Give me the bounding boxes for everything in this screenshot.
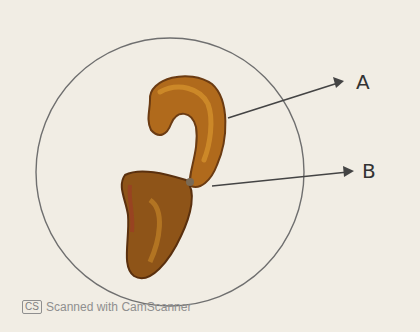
- callout-letter: B: [362, 161, 376, 181]
- watermark-logo: CS: [22, 300, 42, 314]
- chromatid-shading: [130, 185, 133, 232]
- chromatid-shading: [150, 200, 159, 262]
- chromatid-shading: [160, 87, 211, 160]
- callout-letter: A: [356, 72, 370, 92]
- upper-chromatid: [148, 76, 225, 187]
- arrowhead: [333, 77, 344, 88]
- leader-line: [228, 83, 338, 118]
- watermark: Scanned with CamScanner: [46, 301, 191, 313]
- cell-outline: [36, 38, 304, 306]
- leader-line: [212, 172, 348, 186]
- centromere: [186, 178, 194, 186]
- arrowhead: [343, 166, 354, 177]
- lower-chromatid: [122, 171, 192, 278]
